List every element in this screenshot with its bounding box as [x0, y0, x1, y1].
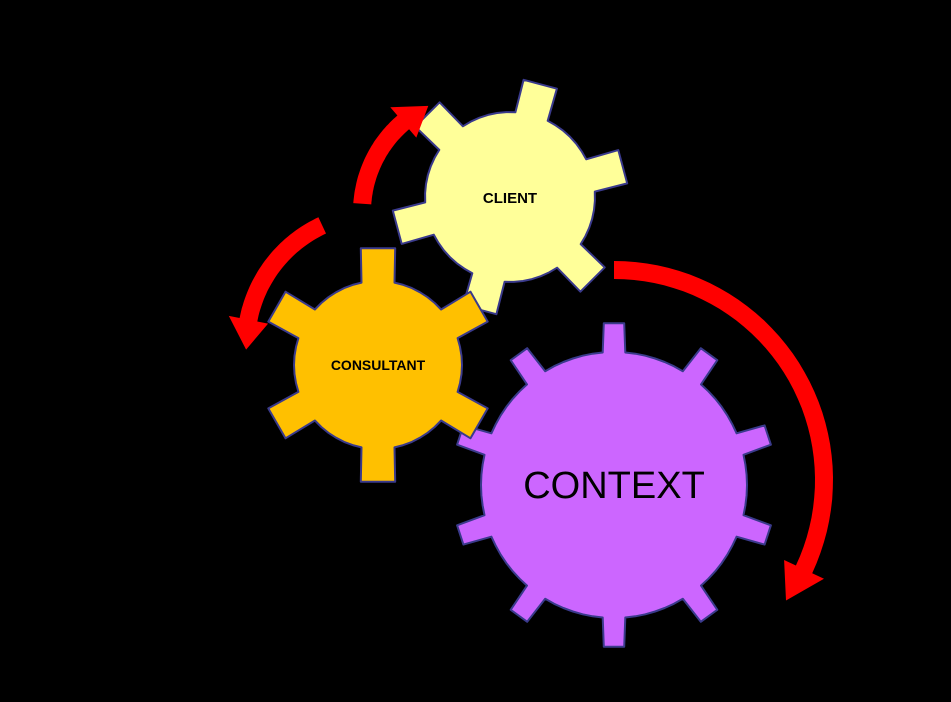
gear-consultant-label: CONSULTANT — [331, 357, 426, 373]
gear-client-shape — [391, 78, 629, 316]
gear-client-label: CLIENT — [483, 190, 537, 207]
context-arrow-body — [614, 261, 833, 601]
consultant-to-client-arrow-body — [353, 105, 429, 205]
gear-context-shape — [456, 322, 772, 648]
gear-context: CONTEXT — [456, 322, 772, 648]
context-arrow — [614, 261, 833, 601]
gear-context-label: CONTEXT — [523, 465, 705, 507]
gear-consultant-shape — [267, 247, 489, 483]
client-to-consultant-arrow-body — [228, 217, 326, 350]
gear-client: CLIENT — [391, 78, 629, 316]
client-to-consultant-arrow — [228, 217, 326, 350]
gear-consultant: CONSULTANT — [267, 247, 489, 483]
consultant-to-client-arrow — [353, 105, 429, 205]
